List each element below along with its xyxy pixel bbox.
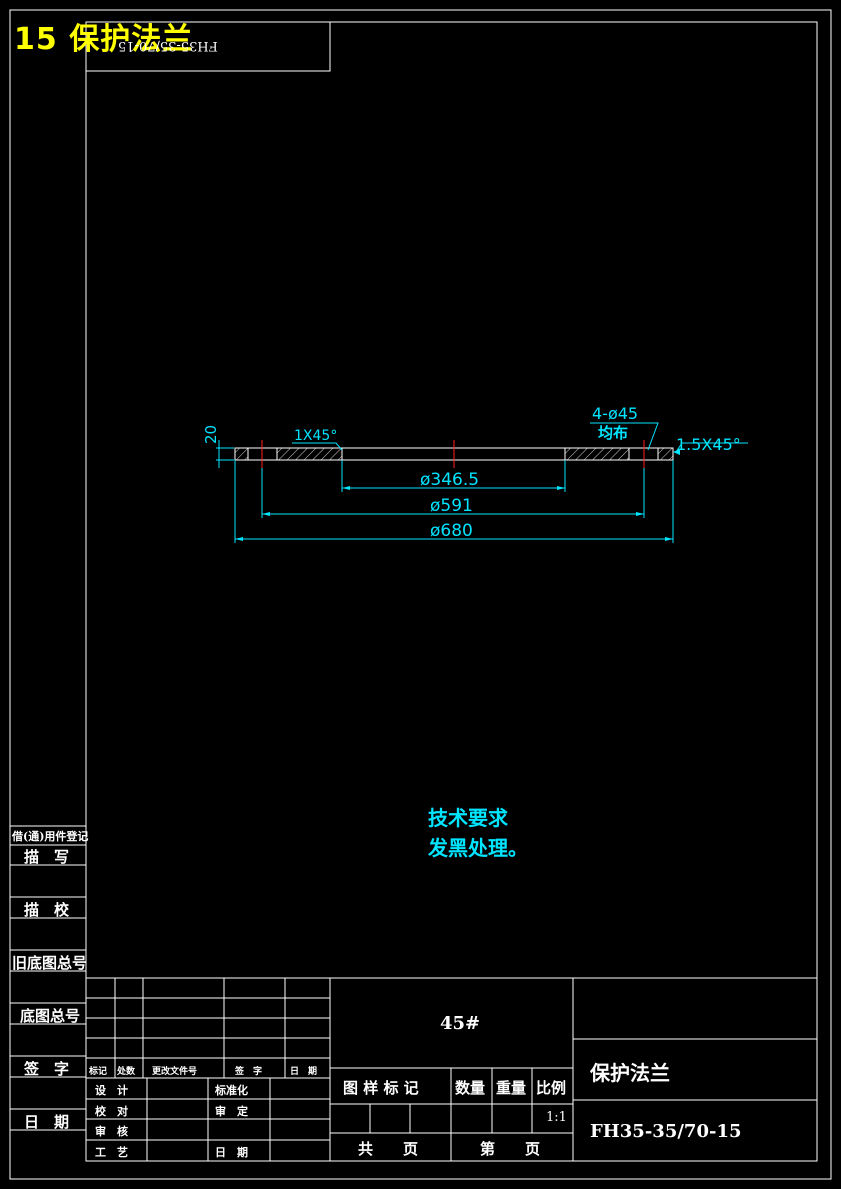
approve-label: 审 定 <box>215 1105 248 1118</box>
inner-frame <box>85 21 818 1162</box>
tech-requirements-line1: 发黑处理。 <box>428 836 528 860</box>
strip-borrow: 借(通)用件登记 <box>12 830 89 843</box>
strip-check: 描 校 <box>24 901 70 919</box>
flange-section <box>234 440 674 468</box>
dim-bolt-circle: ø591 <box>430 496 473 516</box>
strip-old-base: 旧底图总号 <box>12 954 88 972</box>
review-label: 审 核 <box>95 1125 128 1138</box>
rev-date: 日 期 <box>290 1067 318 1077</box>
left-strip-grid <box>10 825 86 1131</box>
header-code-box <box>85 21 331 72</box>
scale-value: 1:1 <box>546 1110 567 1125</box>
arrowheads <box>235 449 680 541</box>
dim-outer-diameter: ø680 <box>430 521 473 541</box>
design-label: 设 计 <box>95 1084 128 1097</box>
tech-requirements-heading: 技术要求 <box>428 806 508 830</box>
dim-chamfer-outer: 1.5X45° <box>676 435 741 454</box>
part-name: 保护法兰 <box>590 1061 670 1085</box>
rev-mark: 标记 <box>89 1067 108 1077</box>
rev-doc: 更改文件号 <box>152 1067 198 1077</box>
dimensions <box>216 422 748 543</box>
rev-sign: 签 字 <box>235 1067 263 1077</box>
date-label: 日 期 <box>215 1146 248 1159</box>
material: 45# <box>440 1013 481 1034</box>
check-label: 校 对 <box>95 1105 128 1118</box>
rev-count: 处数 <box>117 1067 136 1077</box>
standard-label: 标准化 <box>215 1084 248 1097</box>
part-number: FH35-35/70-15 <box>590 1121 742 1142</box>
sheet-label: 第 页 <box>480 1140 541 1158</box>
dimension-texts: 20 1X45° 4-ø45 均布 1.5X45° ø346.5 ø591 ø6… <box>202 404 741 541</box>
strip-trace: 描 写 <box>24 848 70 866</box>
title-block-grid <box>86 977 817 1161</box>
dim-inner-diameter: ø346.5 <box>420 470 479 490</box>
strip-date: 日 期 <box>24 1113 70 1131</box>
outer-frame <box>9 9 832 1180</box>
mark-label: 图 样 标 记 <box>343 1079 419 1097</box>
dim-holes-note: 均布 <box>598 424 628 442</box>
dim-holes: 4-ø45 <box>592 404 638 423</box>
qty-label: 数量 <box>455 1079 486 1097</box>
process-label: 工 艺 <box>95 1146 128 1159</box>
dim-thickness: 20 <box>202 425 220 444</box>
scale-label: 比例 <box>536 1079 567 1097</box>
dim-chamfer-inner: 1X45° <box>294 428 337 444</box>
total-pages-label: 共 页 <box>358 1140 419 1158</box>
strip-sign: 签 字 <box>24 1060 70 1078</box>
drawing-number-mirrored: FH35-35/70-15 <box>118 38 218 53</box>
drawing-title: 15 保护法兰 <box>14 22 194 57</box>
weight-label: 重量 <box>496 1079 527 1097</box>
strip-base: 底图总号 <box>20 1007 81 1025</box>
